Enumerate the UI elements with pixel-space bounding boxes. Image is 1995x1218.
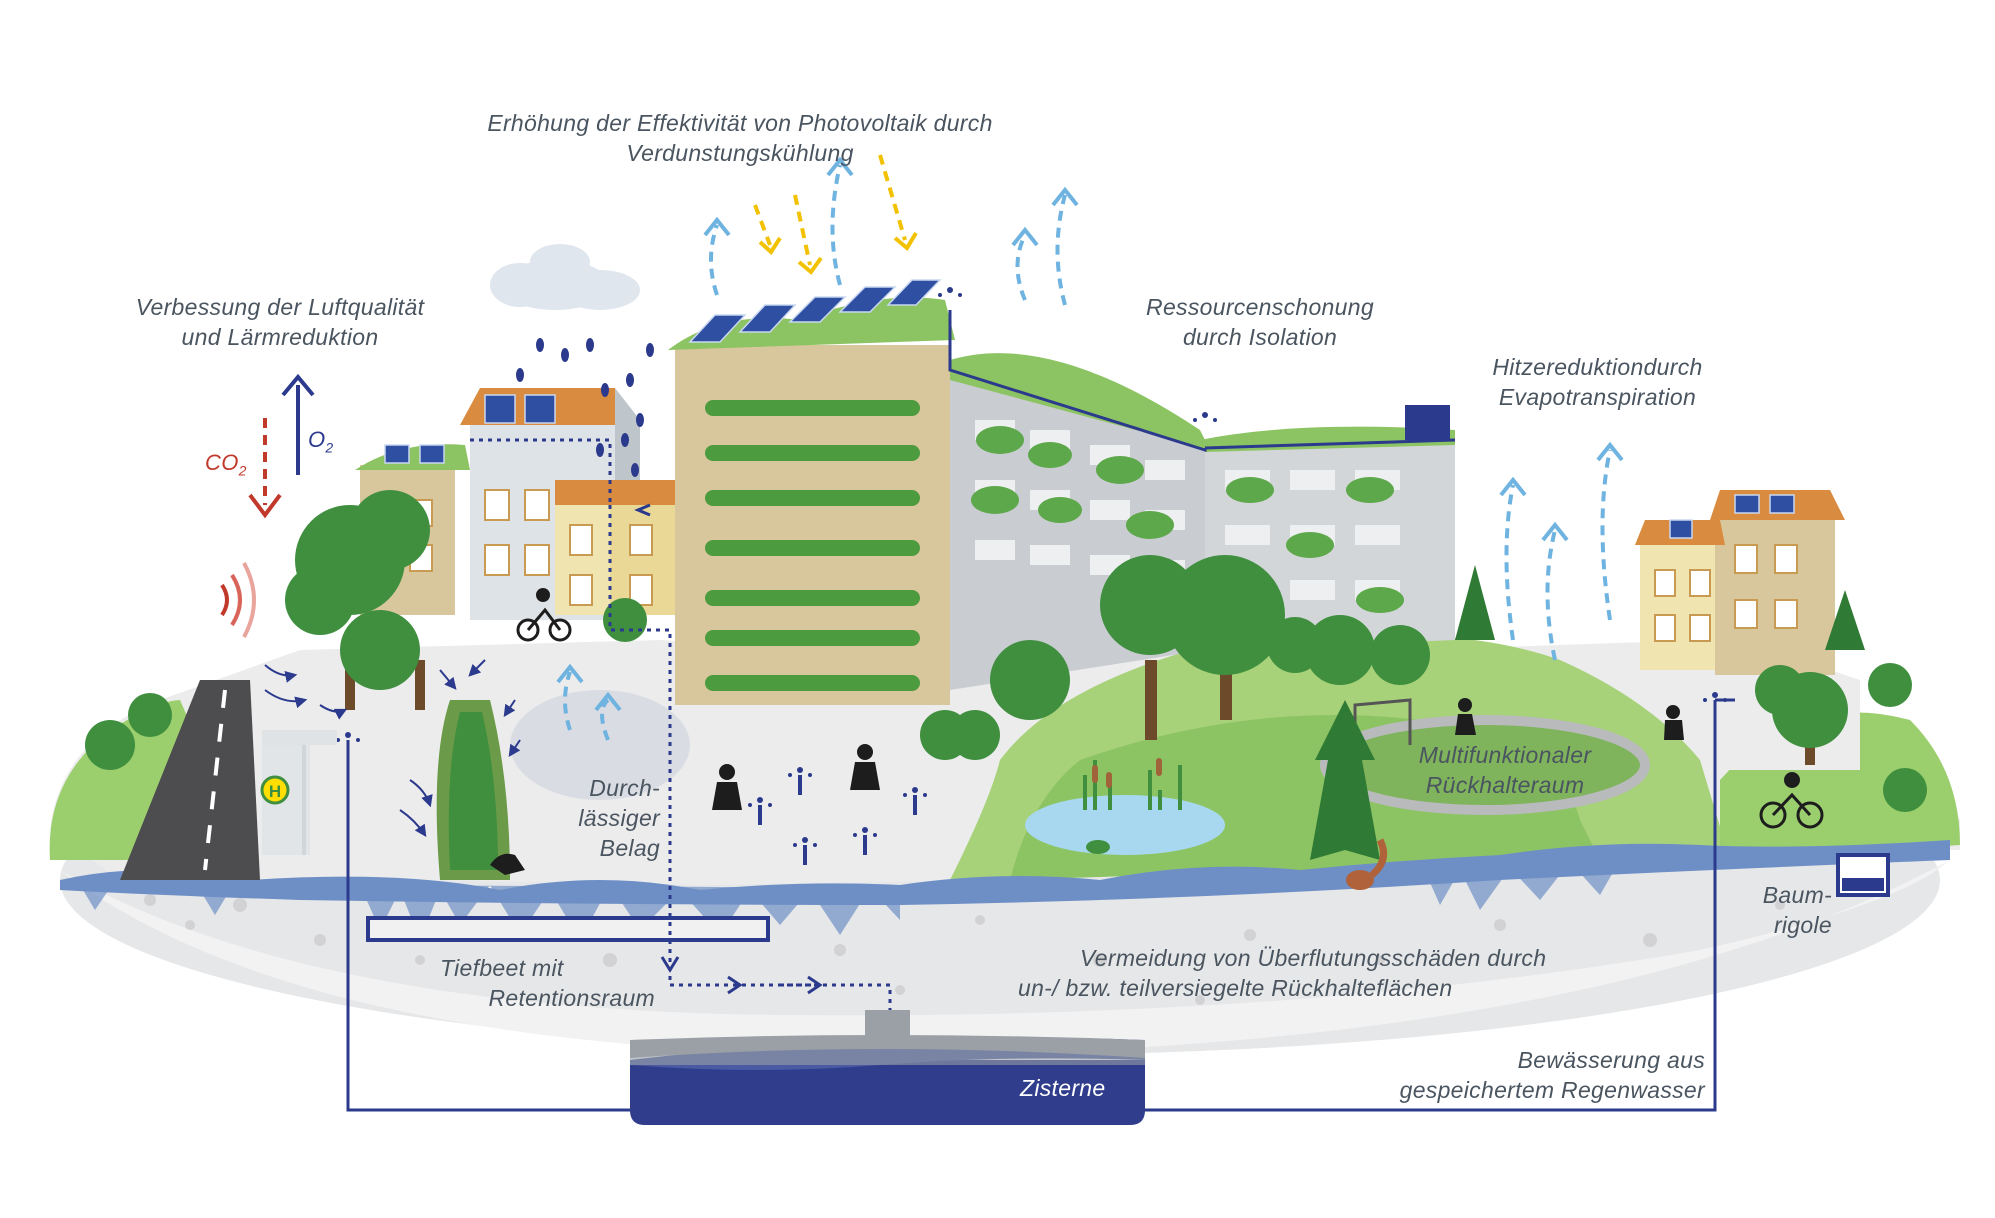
squirrel-icon — [1346, 838, 1388, 890]
label-photovoltaik: Erhöhung der Effektivität von Photovolta… — [375, 108, 1105, 168]
label-luft-line2: und Lärmreduktion — [181, 324, 379, 350]
sunlight-arrows — [753, 154, 907, 266]
label-baum-line1: Baum- — [1762, 882, 1832, 908]
downpipe-dotted — [470, 438, 892, 1040]
label-belag-line3: Belag — [599, 835, 660, 861]
right-house-windows — [1654, 544, 1798, 642]
bioswale — [366, 700, 770, 942]
cloud-icon — [490, 244, 640, 310]
bus-stop-letter: H — [269, 782, 281, 801]
airflow-arrows — [264, 659, 521, 837]
label-zisterne: Zisterne — [1020, 1075, 1106, 1101]
label-o2: O2 — [308, 425, 334, 462]
label-durchlaessiger-belag: Durch- lässiger Belag — [540, 773, 660, 863]
label-bewaesserung: Bewässerung aus gespeichertem Regenwasse… — [1300, 1045, 1705, 1105]
green-facade-building — [668, 297, 955, 705]
label-baum-line2: rigole — [1773, 912, 1832, 938]
label-co2: CO2 — [205, 448, 247, 485]
label-bewaesserung-line2: gespeichertem Regenwasser — [1399, 1077, 1705, 1103]
irrigation-pipes — [346, 310, 1735, 1112]
label-photovoltaik-line2: Verdunstungskühlung — [626, 140, 854, 166]
label-tiefbeet: Tiefbeet mit Retentionsraum — [410, 953, 655, 1013]
rain-drop-icon — [516, 338, 654, 477]
label-tiefbeet-line1: Tiefbeet mit — [440, 955, 564, 981]
noise-wave-icon — [220, 562, 256, 638]
label-ueberflutung: Vermeidung von Überflutungsschäden durch… — [1000, 943, 1575, 1003]
label-bewaesserung-line1: Bewässerung aus — [1517, 1047, 1705, 1073]
sprinkler-icon — [336, 287, 1727, 865]
label-hitzereduktion: Hitzereduktiondurch Evapotranspiration — [1450, 352, 1745, 412]
sunlight-arrowheads — [758, 231, 918, 275]
solar-panel-icon — [384, 279, 1795, 539]
permeable-paving — [510, 690, 690, 800]
label-ressourcen-line2: durch Isolation — [1182, 324, 1338, 350]
evaporation-arrowheads — [556, 156, 1624, 712]
facade-greenery — [971, 426, 1404, 613]
label-baumrigole: Baum- rigole — [1720, 880, 1832, 940]
o2-main: O — [308, 427, 326, 452]
label-belag-line1: Durch- — [589, 775, 660, 801]
label-rueckhalte-line2: Rückhalteraum — [1425, 772, 1585, 798]
soil-water-pockets — [60, 840, 1950, 940]
label-flut-line2: un-/ bzw. teilversiegelte Rückhaltefläch… — [1018, 975, 1453, 1001]
co2-main: CO — [205, 450, 239, 475]
label-ressourcen: Ressourcenschonung durch Isolation — [1110, 292, 1410, 352]
bird-icon — [490, 853, 525, 875]
label-tiefbeet-line2: Retentionsraum — [488, 985, 655, 1011]
cyclist-icon — [516, 607, 1824, 829]
co2-sub: 2 — [238, 462, 247, 479]
label-rueckhalte-line1: Multifunktionaler — [1418, 742, 1592, 768]
label-rueckhalteraum: Multifunktionaler Rückhalteraum — [1395, 740, 1615, 800]
o2-sub: 2 — [325, 439, 334, 456]
bus-stop-icon: H — [260, 730, 337, 855]
co2-o2-arrows — [248, 373, 315, 519]
evaporation-arrows — [563, 164, 1612, 741]
label-hitze-line1: Hitzereduktiondurch — [1492, 354, 1703, 380]
frog-icon — [1086, 840, 1110, 854]
label-belag-line2: lässiger — [578, 805, 660, 831]
tree-trench — [1836, 853, 1890, 897]
tree-icon — [85, 490, 1927, 860]
building-windows-left — [371, 489, 653, 606]
label-luftqualitaet: Verbessung der Luftqualität und Lärmredu… — [110, 292, 450, 352]
label-ressourcen-line1: Ressourcenschonung — [1146, 294, 1374, 320]
label-photovoltaik-line1: Erhöhung der Effektivität von Photovolta… — [487, 110, 993, 136]
label-hitze-line2: Evapotranspiration — [1498, 384, 1697, 410]
label-flut-line1: Vermeidung von Überflutungsschäden durch — [1080, 945, 1547, 971]
cistern — [630, 1010, 1145, 1125]
person-silhouettes — [536, 588, 1800, 810]
label-luft-line1: Verbessung der Luftqualität — [135, 294, 425, 320]
road — [120, 680, 260, 880]
pond — [1025, 758, 1225, 855]
retention-area — [1320, 698, 1650, 815]
